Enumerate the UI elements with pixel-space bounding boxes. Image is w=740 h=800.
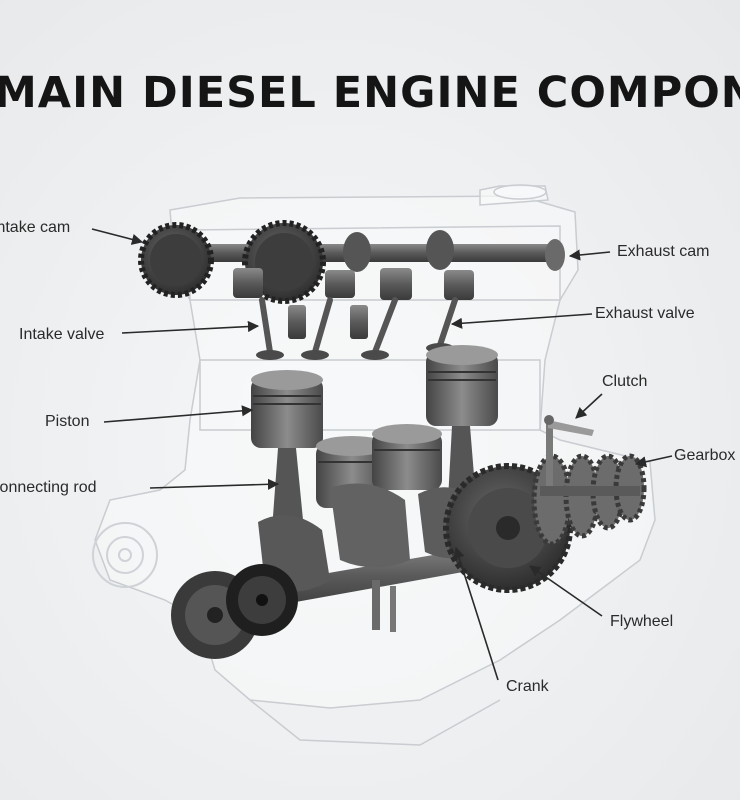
leader-exhaust-valve [450,313,593,329]
camshaft [138,220,565,304]
crank-pulleys [171,564,298,659]
label-exhaust-valve: Exhaust valve [595,305,695,322]
leader-exhaust-cam [568,249,611,261]
leader-intake-valve [121,320,260,334]
leader-connecting-rod [149,478,280,490]
leader-clutch [575,393,603,419]
label-exhaust-cam: Exhaust cam [617,243,710,260]
label-gearbox: Gearbox [674,447,736,464]
piston-3 [372,424,442,490]
label-flywheel: Flywheel [610,613,674,630]
leader-lines [91,228,673,681]
valves [259,297,458,355]
intake-cam-gear-right [242,220,326,304]
label-clutch: Clutch [602,373,648,390]
leader-crank [453,546,499,681]
piston-4 [426,345,498,426]
intake-cam-gear-left [138,222,214,298]
piston-1 [251,370,323,448]
clutch-lever [544,415,594,486]
page-title: MAIN DIESEL ENGINE COMPONENTS [0,68,740,118]
pulley-ghost [92,522,158,588]
gearbox-shaft [540,486,640,496]
leader-piston [103,405,254,423]
leader-gearbox [634,455,673,468]
leader-intake-cam [91,228,144,245]
valve-tappets [233,268,474,339]
label-intake-cam: Intake cam [0,219,71,236]
label-piston: Piston [45,413,90,430]
label-crank: Crank [506,678,549,695]
label-connecting-rod: Connecting rod [0,479,97,496]
label-intake-valve: Intake valve [19,326,105,343]
leader-flywheel [529,565,603,617]
